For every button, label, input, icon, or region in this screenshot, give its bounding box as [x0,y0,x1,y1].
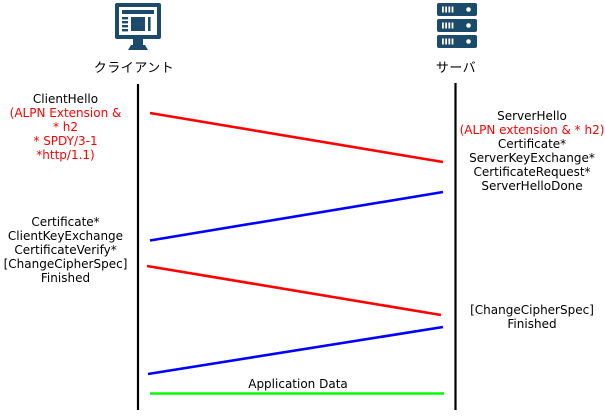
server-finished-label-block: [ChangeCipherSpec] Finished [459,303,605,331]
message-line: ServerHelloDone [481,179,583,193]
client-finished-message-line [146,264,442,317]
message-line: CertificateRequest* [473,165,591,179]
clienthello-alpn-line: (ALPN Extension & [9,106,122,120]
server-finished-message-line [147,325,444,376]
message-line: [ChangeCipherSpec] [470,303,594,317]
message-line: CertificateVerify* [14,243,117,257]
client-finished-label-block: Certificate* ClientKeyExchange Certifica… [0,215,131,285]
client-label: クライアント [93,61,175,76]
clienthello-alpn-line: * h2 [52,120,79,134]
clienthello-title: ClientHello [32,92,99,106]
serverhello-alpn-line: (ALPN extension & * h2) [459,123,605,137]
message-line: Finished [40,271,91,285]
message-line: [ChangeCipherSpec] [3,257,128,271]
serverhello-title: ServerHello [497,109,567,123]
serverhello-message-line [149,190,444,242]
server-label: サーバ [435,61,477,76]
client-computer-icon [115,3,161,50]
message-line: Finished [507,317,557,331]
message-line: ServerKeyExchange* [469,151,595,165]
message-line: ClientKeyExchange [7,229,124,243]
clienthello-message-line [149,111,444,164]
clienthello-label-block: ClientHello (ALPN Extension & * h2 * SPD… [0,92,131,162]
message-line: Certificate* [31,215,100,229]
message-line: Certificate* [497,137,567,151]
server-rack-icon [437,3,477,48]
clienthello-alpn-line: *http/1.1) [36,148,95,162]
serverhello-label-block: ServerHello (ALPN extension & * h2) Cert… [459,109,605,193]
application-data-label: Application Data [248,377,348,391]
clienthello-alpn-line: * SPDY/3-1 [33,134,98,148]
